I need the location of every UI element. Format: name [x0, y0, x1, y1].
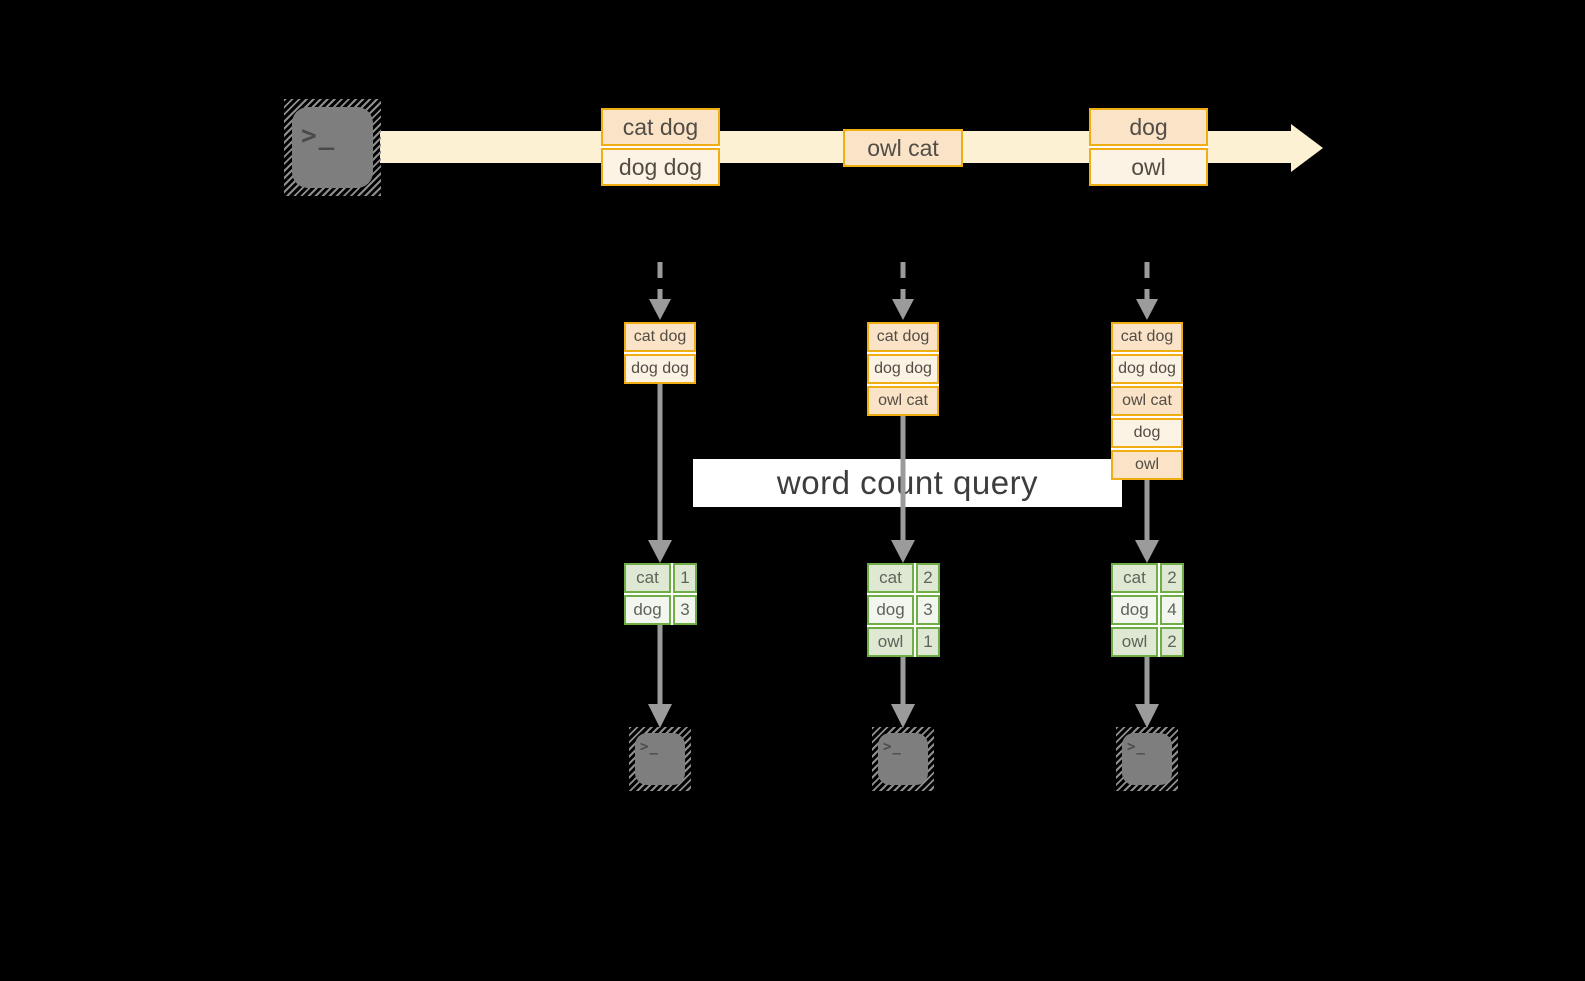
count-value: 2 [1160, 563, 1184, 593]
dashed-arrowheads [649, 299, 1158, 320]
stream-arrow-icon [1291, 124, 1323, 172]
buffer-stack-3: cat dog dog dog owl cat dog owl [1111, 322, 1183, 480]
buffer-row: dog dog [1111, 354, 1183, 384]
count-value: 4 [1160, 595, 1184, 625]
count-word: dog [867, 595, 914, 625]
count-value: 2 [1160, 627, 1184, 657]
query-banner-label: word count query [776, 464, 1039, 501]
count-value: 2 [916, 563, 940, 593]
stream-event-box-2: owl cat [843, 129, 963, 167]
count-table-2: cat 2 dog 3 owl 1 [867, 563, 940, 657]
query-banner: word count query [693, 459, 1122, 507]
terminal-icon-body [878, 733, 928, 785]
count-value: 1 [673, 563, 697, 593]
terminal-source-icon: >_ [284, 99, 381, 196]
dashed-ingest-arrows [657, 262, 1150, 300]
count-value: 3 [916, 595, 940, 625]
stream-event-line: dog [1089, 108, 1208, 146]
output-arrowheads [648, 704, 1159, 728]
terminal-prompt-glyph: >_ [1127, 739, 1146, 755]
count-word: dog [624, 595, 671, 625]
buffer-row: owl cat [1111, 386, 1183, 416]
count-table-1: cat 1 dog 3 [624, 563, 697, 625]
terminal-icon-body [1122, 733, 1172, 785]
count-value: 3 [673, 595, 697, 625]
terminal-prompt-glyph: >_ [301, 121, 337, 151]
buffer-row: cat dog [1111, 322, 1183, 352]
buffer-row: owl cat [867, 386, 939, 416]
stream-event-box-1: cat dog dog dog [601, 108, 720, 186]
terminal-prompt-glyph: >_ [640, 739, 659, 755]
buffer-stack-1: cat dog dog dog [624, 322, 696, 384]
terminal-icon-body [292, 107, 373, 188]
stream-event-line: owl [1089, 148, 1208, 186]
stream-event-line: cat dog [601, 108, 720, 146]
count-word: cat [624, 563, 671, 593]
count-table-3: cat 2 dog 4 owl 2 [1111, 563, 1184, 657]
buffer-stack-2: cat dog dog dog owl cat [867, 322, 939, 416]
terminal-icon-body [635, 733, 685, 785]
stream-event-line: dog dog [601, 148, 720, 186]
buffer-row: dog dog [867, 354, 939, 384]
terminal-output-icon-1: >_ [629, 727, 691, 791]
terminal-output-icon-3: >_ [1116, 727, 1178, 791]
count-word: cat [867, 563, 914, 593]
buffer-row: dog dog [624, 354, 696, 384]
terminal-output-icon-2: >_ [872, 727, 934, 791]
buffer-row: cat dog [867, 322, 939, 352]
buffer-row: owl [1111, 450, 1183, 480]
count-word: dog [1111, 595, 1158, 625]
query-arrowheads [648, 540, 1159, 563]
terminal-prompt-glyph: >_ [883, 739, 902, 755]
stream-event-box-3: dog owl [1089, 108, 1208, 186]
buffer-row: dog [1111, 418, 1183, 448]
buffer-row: cat dog [624, 322, 696, 352]
stream-event-line: owl cat [843, 129, 963, 167]
count-value: 1 [916, 627, 940, 657]
count-word: owl [1111, 627, 1158, 657]
count-word: owl [867, 627, 914, 657]
count-word: cat [1111, 563, 1158, 593]
